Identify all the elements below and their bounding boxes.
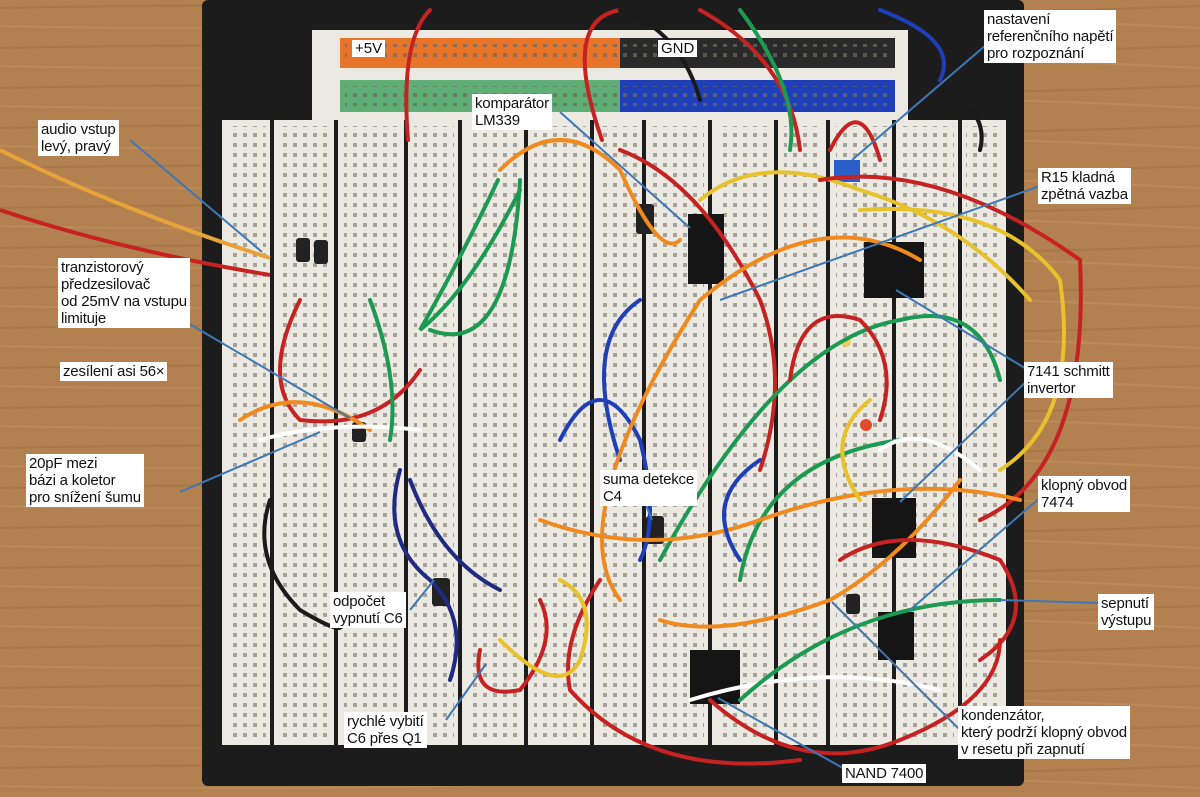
label-reset-capacitor: kondenzátor, který podrží klopný obvod v… [958,706,1130,759]
label-20pf-capacitor: 20pF mezi bázi a koletor pro snížení šum… [26,454,144,507]
label-fast-discharge: rychlé vybití C6 přes Q1 [344,712,427,748]
ic-7414 [864,242,924,298]
jumper-wires [238,8,1083,766]
label-countdown: odpočet vypnutí C6 [330,592,406,628]
rail-label-plus5v: +5V [352,40,386,57]
label-r15-feedback: R15 kladná zpětná vazba [1038,168,1131,204]
ic-chips [688,214,924,704]
ic-7400 [690,650,740,704]
red-led [860,419,872,431]
label-detection-sum: suma detekce C4 [600,470,697,506]
label-audio-input: audio vstup levý, pravý [38,120,119,156]
rail-holes-bottom [345,86,890,106]
ic-lm339 [688,214,724,284]
label-flipflop: klopný obvod 7474 [1038,476,1130,512]
label-schmitt-inverter: 7141 schmitt invertor [1024,362,1113,398]
ic-timer [878,612,914,660]
ic-7474 [872,498,916,558]
label-reference-voltage: nastavení referenčního napětí pro rozpoz… [984,10,1117,63]
rail-label-gnd: GND [658,40,698,57]
label-comparator: komparátor LM339 [472,94,552,130]
label-output-switch: sepnutí výstupu [1098,594,1155,630]
audio-wire-orange [0,148,271,260]
label-preamp: tranzistorový předzesilovač od 25mV na v… [58,258,190,328]
label-gain: zesílení asi 56× [60,362,168,381]
label-nand: NAND 7400 [842,764,927,783]
rail-holes-top [345,44,890,62]
audio-wire-red [0,208,271,277]
